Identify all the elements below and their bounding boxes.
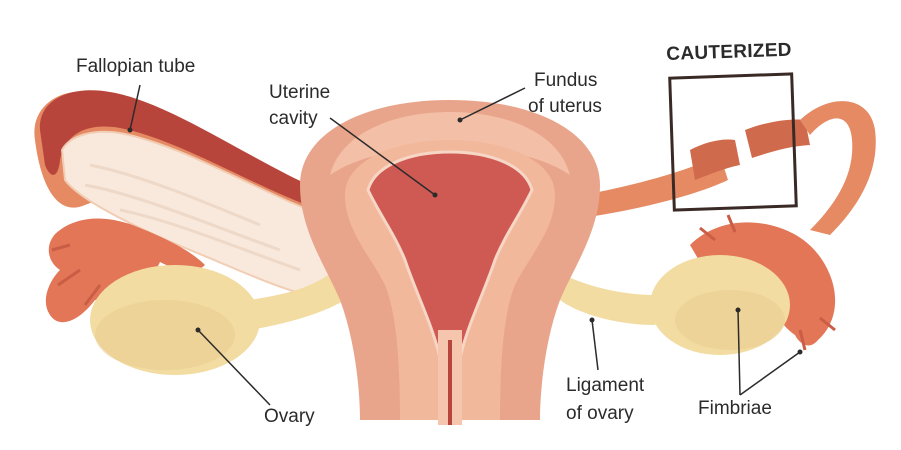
left-fallopian-tube <box>39 90 380 222</box>
label-ligament-line2: of ovary <box>566 403 634 424</box>
label-fundus-line2: of uterus <box>528 96 602 117</box>
pointer-fimbriae-1 <box>737 309 741 396</box>
label-uterine-cavity-line2: cavity <box>269 108 318 129</box>
left-ovary-ligament <box>250 270 345 330</box>
uterine-cavity <box>368 152 532 395</box>
pointer-fallopian-tube <box>129 84 141 131</box>
label-ligament-line1: Ligament <box>566 375 645 396</box>
pointer-ovary <box>197 329 271 406</box>
right-ovary-ligament <box>555 270 655 325</box>
pointer-fundus <box>459 87 526 121</box>
left-fimbriae <box>45 218 205 323</box>
pointer-uterine-cavity <box>329 117 436 196</box>
label-fimbriae: Fimbriae <box>698 398 772 419</box>
pointer-ligament <box>591 319 599 371</box>
label-cauterized: CAUTERIZED <box>666 39 793 65</box>
label-ovary: Ovary <box>264 406 315 427</box>
cauterized-segment-right <box>745 119 810 158</box>
pointer-fimbriae-2 <box>739 351 801 396</box>
right-tube-loop <box>800 101 876 235</box>
cauterized-box <box>668 72 798 212</box>
label-fundus-line1: Fundus <box>534 70 598 91</box>
cauterized-segment-left <box>690 139 740 180</box>
label-fallopian-tube: Fallopian tube <box>76 56 196 77</box>
label-uterine-cavity-line1: Uterine <box>269 82 331 103</box>
